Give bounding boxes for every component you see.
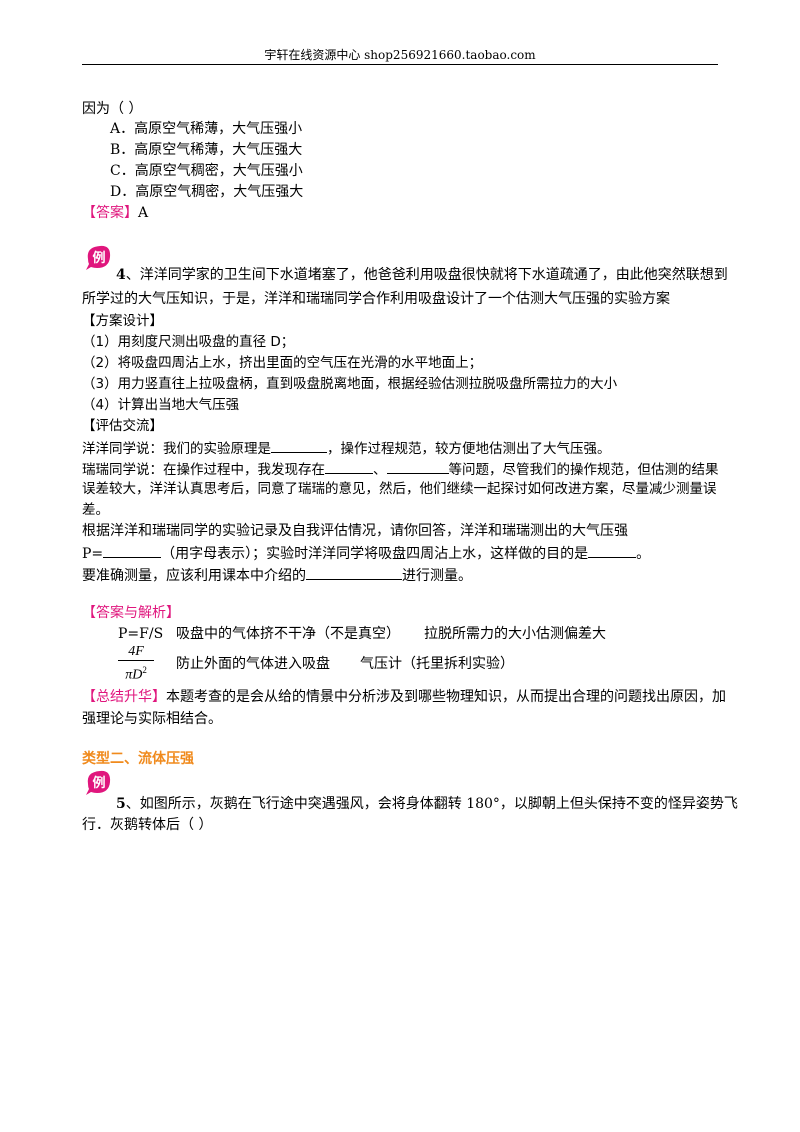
example-badge-icon-2: 例 (86, 770, 111, 795)
ask3-text-a: 要准确测量，应该利用课本中介绍的 (82, 568, 306, 584)
q5-number: 5 (116, 796, 126, 812)
summary-text-1: 本题考查的是会从给的情景中分析涉及到哪些物理知识，从而提出合理的问题找出原因，加 (166, 689, 726, 705)
q3-option-c: C．高原空气稠密，大气压强小 (110, 163, 303, 179)
pressure-formula-blank[interactable] (103, 543, 162, 558)
q3-option-a: A．高原空气稀薄，大气压强小 (110, 121, 303, 137)
summary-line-1: 【总结升华】本题考查的是会从给的情景中分析涉及到哪些物理知识，从而提出合理的问题… (82, 688, 726, 706)
q4-number: 4 (116, 267, 126, 283)
section-title: 类型二、流体压强 (82, 751, 194, 767)
summary-tag: 【总结升华】 (82, 689, 166, 705)
fraction-numerator: 4F (118, 644, 154, 661)
q5-line-2: 行．灰鹅转体后（ ） (82, 817, 213, 833)
design-title: 【方案设计】 (82, 313, 163, 329)
instrument-blank[interactable] (306, 565, 402, 580)
ruirui-statement-1: 瑞瑞同学说：在操作过程中，我发现存在 、 等问题，尽管我们的操作规范，但估测的结果 (82, 459, 719, 479)
rr-text-a: 瑞瑞同学说：在操作过程中，我发现存在 (82, 462, 325, 478)
example-badge-icon: 例 (86, 245, 111, 270)
q4-line-1-text: 、洋洋同学家的卫生间下水道堵塞了，他爸爸利用吸盘很快就将下水道疏通了，由此他突然… (125, 267, 728, 283)
ask2-text-a: P= (82, 546, 104, 562)
eval-title: 【评估交流】 (82, 418, 163, 434)
problem-blank-1[interactable] (325, 459, 373, 474)
ask2-text-c: 。 (636, 546, 651, 562)
header-divider (82, 64, 718, 65)
q3-stem-tail: 因为（ ） (82, 101, 143, 117)
fraction-denominator: πD2 (118, 661, 154, 683)
q5-line-1: 5、如图所示，灰鹅在飞行途中突遇强风，会将身体翻转 180°，以脚朝上但头保持不… (116, 795, 738, 813)
analysis-reason-1: 吸盘中的气体挤不干净（不是真空） (176, 626, 400, 642)
analysis-purpose: 防止外面的气体进入吸盘 (176, 656, 330, 672)
ask2-text-b: （用字母表示）；实验时洋洋同学将吸盘四周沾上水，这样做的目的是 (161, 546, 589, 562)
q3-answer: 【答案】A (82, 204, 148, 222)
q3-option-d: D．高原空气稠密，大气压强大 (110, 184, 304, 200)
design-step-2: （2）将吸盘四周沾上水，挤出里面的空气压在光滑的水平地面上； (82, 355, 483, 371)
answer-tag: 【答案】 (82, 205, 138, 221)
q5-line-1-text: 、如图所示，灰鹅在飞行途中突遇强风，会将身体翻转 180°，以脚朝上但头保持不变… (125, 796, 738, 812)
page-header: 宇轩在线资源中心 shop256921660.taobao.com (264, 48, 536, 62)
analysis-formula: P=F/S (118, 626, 164, 642)
analysis-tag: 【答案与解析】 (82, 605, 180, 621)
question-prompt-1: 根据洋洋和瑞瑞同学的实验记录及自我评估情况，请你回答，洋洋和瑞瑞测出的大气压强 (82, 523, 628, 539)
design-step-3: （3）用力竖直往上拉吸盘柄，直到吸盘脱离地面，根据经验估测拉脱吸盘所需拉力的大小 (82, 376, 618, 392)
question-prompt-3: 要准确测量，应该利用课本中介绍的 进行测量。 (82, 565, 472, 585)
example-badge-label-2: 例 (92, 775, 105, 791)
rr-text-c: 等问题，尽管我们的操作规范，但估测的结果 (448, 462, 719, 478)
pressure-fraction: 4F πD2 (118, 644, 154, 683)
yy-text-a: 洋洋同学说：我们的实验原理是 (82, 441, 271, 457)
summary-line-2: 强理论与实际相结合。 (82, 711, 222, 727)
design-step-1: （1）用刻度尺测出吸盘的直径 D； (82, 334, 295, 350)
ruirui-statement-3: 差。 (82, 502, 109, 518)
yangyang-statement: 洋洋同学说：我们的实验原理是 ，操作过程规范，较方便地估测出了大气压强。 (82, 438, 611, 458)
q4-line-2: 所学过的大气压知识，于是，洋洋和瑞瑞同学合作利用吸盘设计了一个估测大气压强的实验… (82, 291, 670, 307)
design-step-4: （4）计算出当地大气压强 (82, 397, 240, 413)
denominator-exponent: 2 (142, 665, 147, 675)
denominator-base: πD (125, 667, 143, 683)
ruirui-statement-2: 误差较大，洋洋认真思考后，同意了瑞瑞的意见，然后，他们继续一起探讨如何改进方案，… (82, 481, 717, 497)
answer-value: A (138, 205, 149, 221)
principle-blank[interactable] (271, 438, 327, 453)
yy-text-b: ，操作过程规范，较方便地估测出了大气压强。 (327, 441, 611, 457)
rr-text-b: 、 (373, 462, 387, 478)
ask3-text-b: 进行测量。 (402, 568, 472, 584)
analysis-instrument: 气压计（托里拆利实验） (360, 656, 514, 672)
purpose-blank[interactable] (588, 543, 637, 558)
q4-line-1: 4、洋洋同学家的卫生间下水道堵塞了，他爸爸利用吸盘很快就将下水道疏通了，由此他突… (116, 266, 728, 284)
q3-option-b: B．高原空气稀薄，大气压强大 (110, 142, 303, 158)
analysis-reason-2: 拉脱所需力的大小估测偏差大 (424, 626, 606, 642)
question-prompt-2: P= （用字母表示）；实验时洋洋同学将吸盘四周沾上水，这样做的目的是 。 (82, 543, 650, 563)
problem-blank-2[interactable] (386, 459, 449, 474)
example-badge-label: 例 (92, 250, 105, 266)
